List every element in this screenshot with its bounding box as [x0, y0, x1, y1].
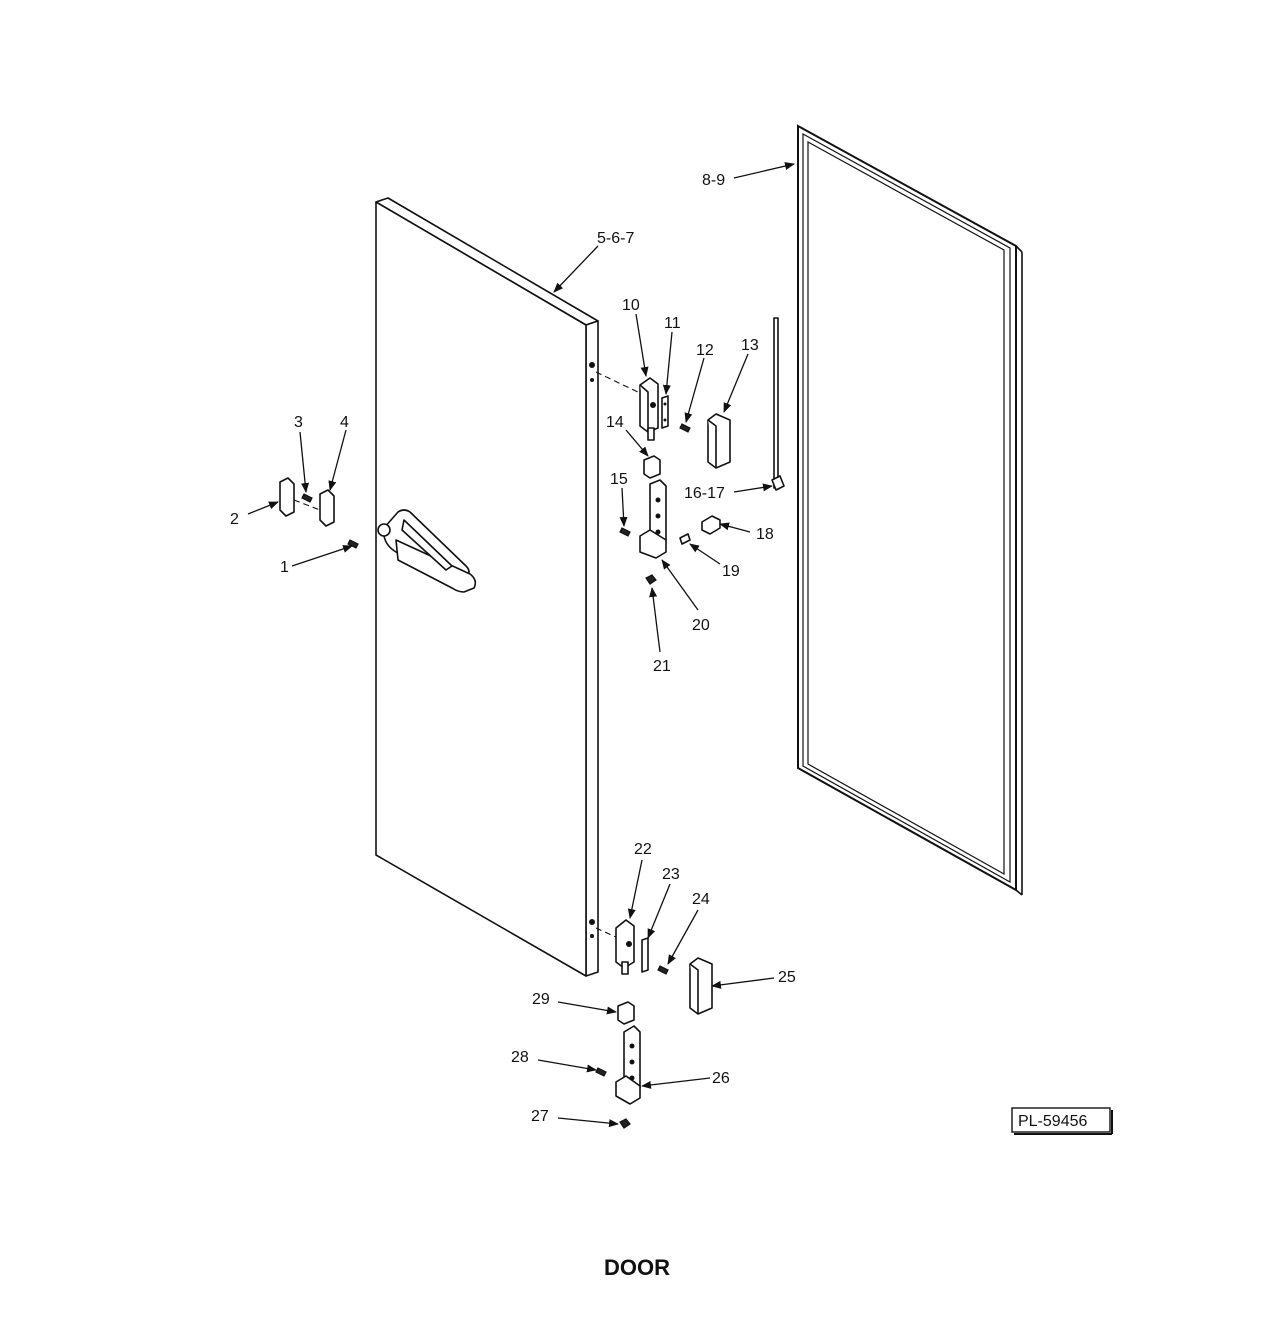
diagram-title: DOOR: [604, 1255, 670, 1280]
callout-26: 26: [712, 1070, 730, 1087]
callout-13: 13: [741, 337, 759, 354]
callout-18: 18: [756, 526, 774, 543]
callout-8-9: 8-9: [702, 172, 725, 189]
reference-number: PL-59456: [1018, 1113, 1087, 1130]
callout-2: 2: [230, 511, 239, 528]
callout-3: 3: [294, 414, 303, 431]
callout-29: 29: [532, 991, 550, 1008]
callout-19: 19: [722, 563, 740, 580]
callout-4: 4: [340, 414, 349, 431]
door-gasket: [797, 124, 1023, 896]
callout-labels: 1 2 3 4 5-6-7 8-9 10 11 12 13 14 15 16-1…: [230, 172, 796, 1125]
callout-27: 27: [531, 1108, 549, 1125]
callout-15: 15: [610, 471, 628, 488]
top-hinge-assembly: [595, 317, 785, 585]
leader-lines: [247, 162, 795, 1128]
door-panel: [375, 197, 599, 977]
bottom-hinge-assembly: [595, 919, 713, 1129]
callout-1: 1: [280, 559, 289, 576]
callout-23: 23: [662, 866, 680, 883]
door-handle: [377, 509, 477, 593]
callout-16-17: 16-17: [684, 485, 725, 502]
callout-25: 25: [778, 969, 796, 986]
callout-12: 12: [696, 342, 714, 359]
callout-14: 14: [606, 414, 624, 431]
callout-20: 20: [692, 617, 710, 634]
callout-24: 24: [692, 891, 710, 908]
callout-11: 11: [664, 315, 681, 332]
callout-21: 21: [653, 658, 671, 675]
reference-box: PL-59456: [1011, 1107, 1113, 1135]
latch-assembly: [279, 477, 359, 549]
callout-5-6-7: 5-6-7: [597, 230, 634, 247]
callout-10: 10: [622, 297, 640, 314]
callout-22: 22: [634, 841, 652, 858]
callout-28: 28: [511, 1049, 529, 1066]
